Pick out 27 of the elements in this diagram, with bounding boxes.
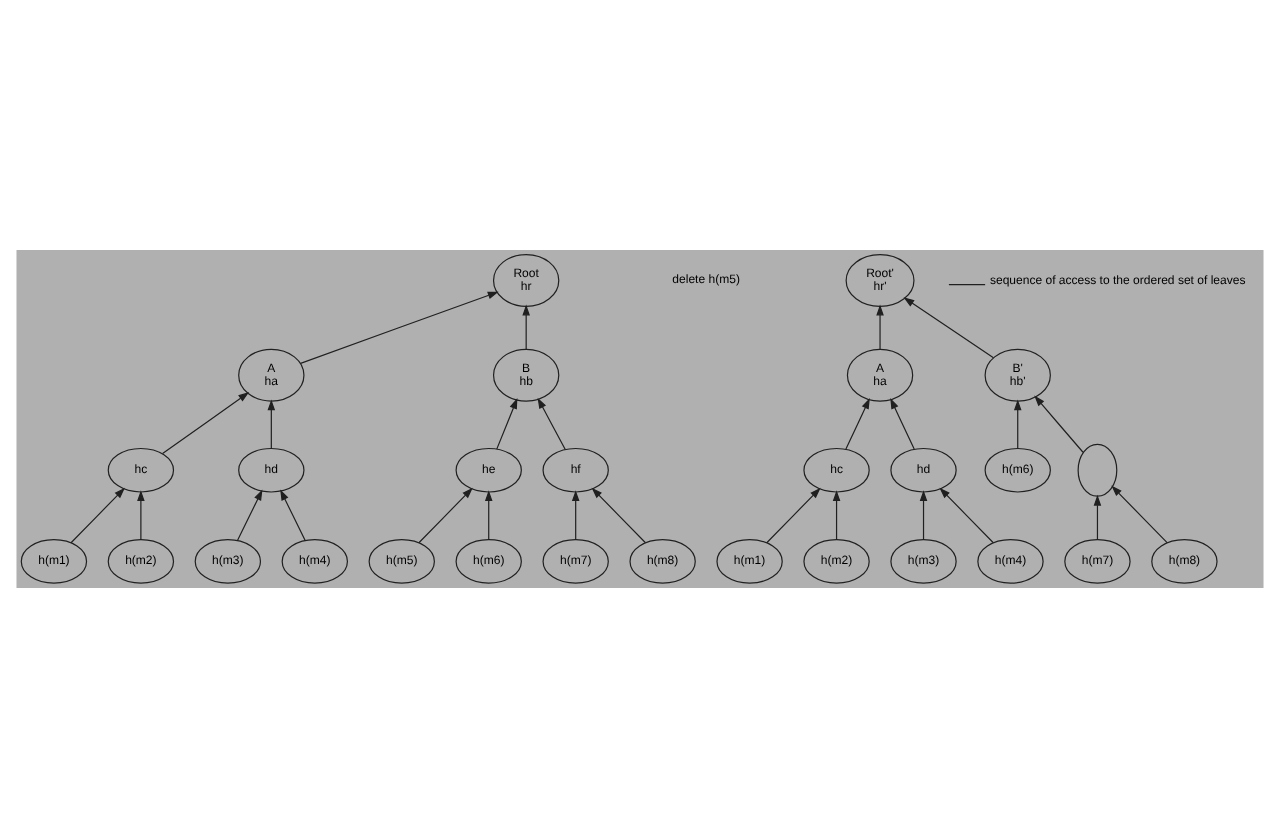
arrow — [162, 392, 250, 455]
arrow — [418, 487, 473, 544]
arrow — [571, 490, 580, 541]
arrow — [832, 490, 841, 541]
arrow — [70, 487, 125, 544]
arrow — [1013, 399, 1022, 449]
arrow — [537, 397, 566, 451]
arrow — [919, 490, 928, 541]
arrow — [876, 304, 884, 351]
arrow — [890, 398, 915, 450]
arrow — [267, 399, 276, 449]
arrow — [236, 489, 263, 542]
arrow — [300, 291, 499, 364]
arrow — [522, 304, 530, 351]
arrow — [766, 487, 821, 544]
arrow — [845, 398, 870, 450]
arrow — [903, 297, 995, 359]
arrow — [1034, 395, 1084, 453]
arrow — [496, 398, 518, 450]
node-circle — [1077, 443, 1118, 497]
arrow — [280, 489, 306, 542]
arrow — [1111, 485, 1168, 544]
arrow — [939, 487, 994, 544]
arrow — [484, 490, 493, 541]
arrow — [137, 490, 145, 541]
arrow — [591, 487, 647, 544]
arrow — [1093, 494, 1102, 541]
